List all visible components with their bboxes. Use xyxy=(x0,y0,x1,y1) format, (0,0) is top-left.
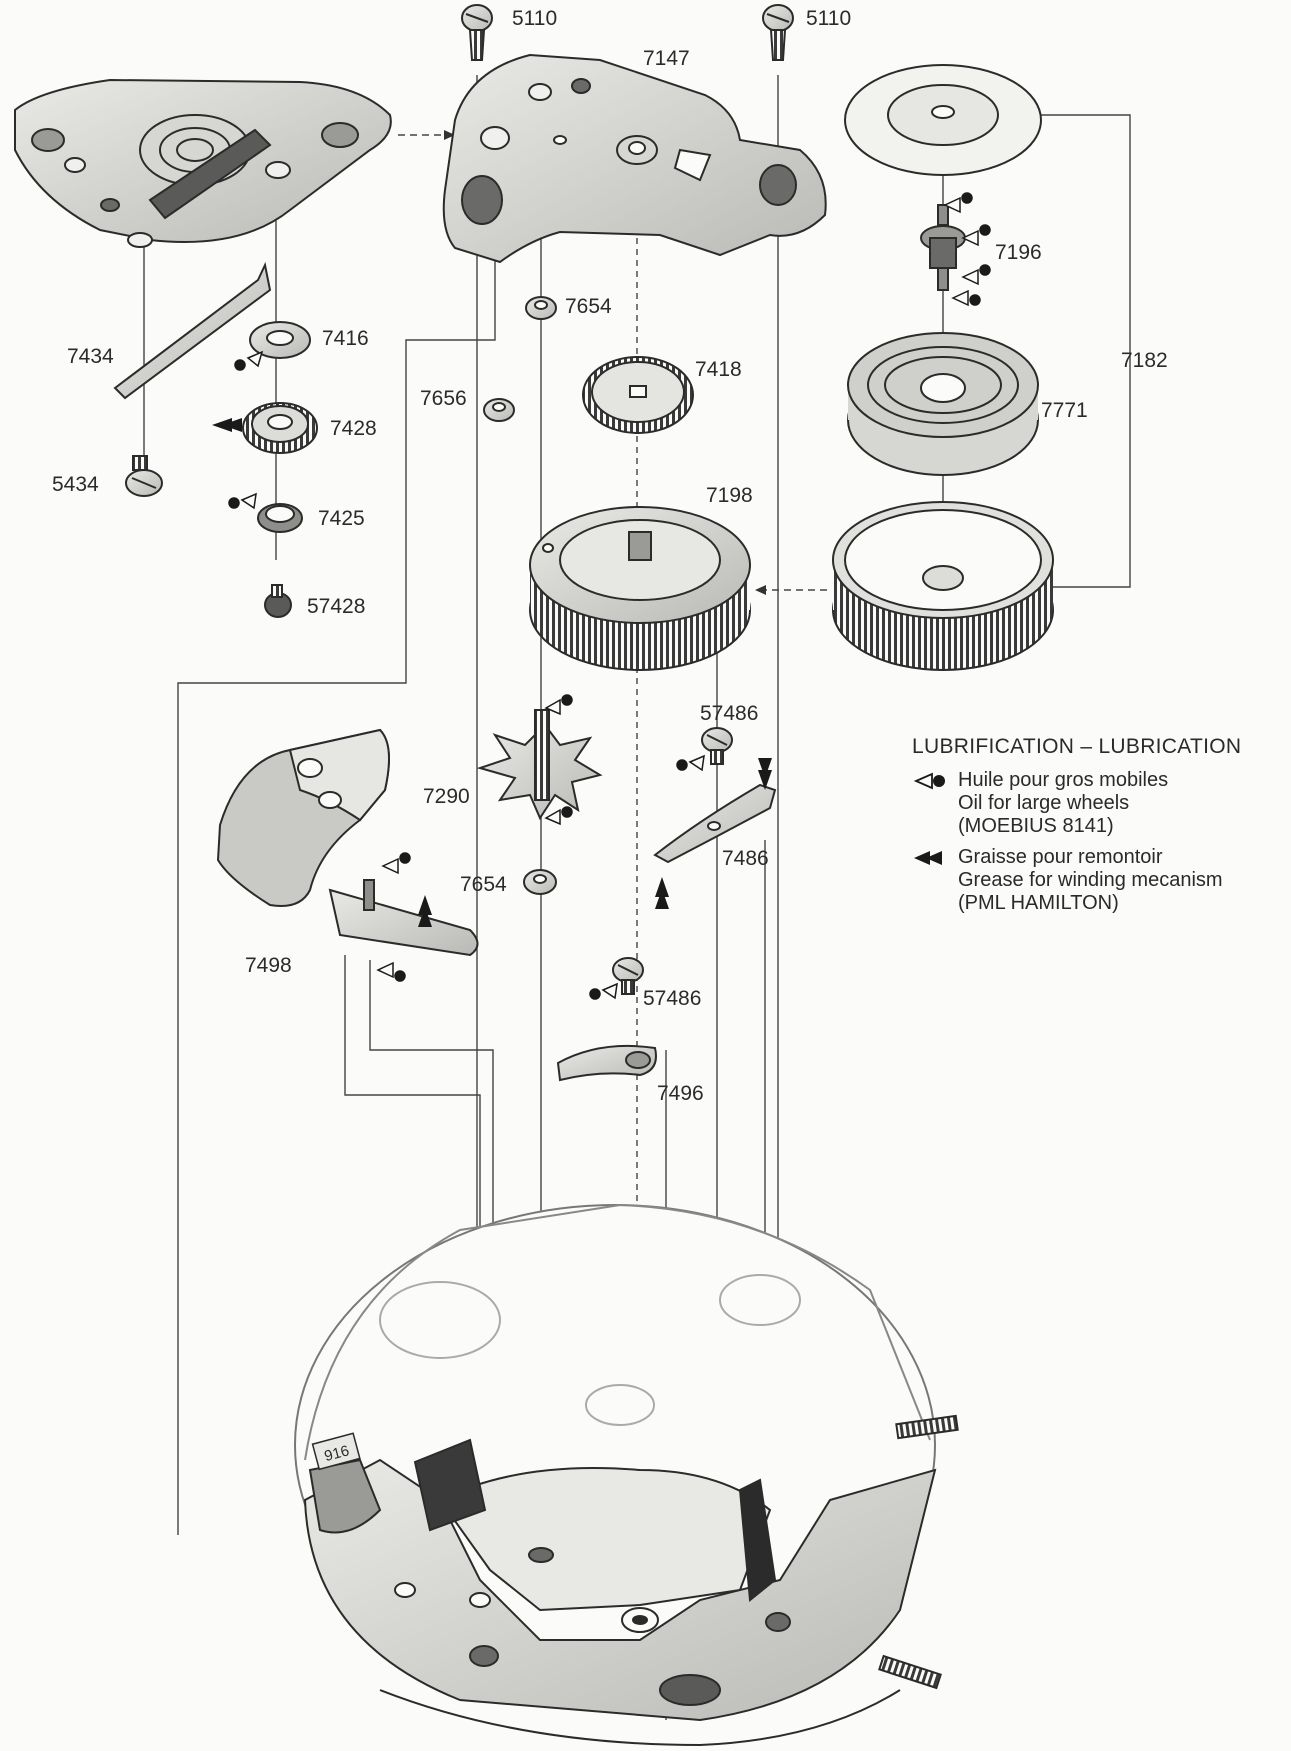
part-7656-jewel xyxy=(483,398,515,422)
part-7486-spring xyxy=(653,783,777,864)
legend-title: LUBRIFICATION – LUBRICATION xyxy=(912,735,1242,758)
label-7147: 7147 xyxy=(643,47,690,70)
main-movement-plate xyxy=(294,1203,959,1747)
part-7147-bridge xyxy=(442,53,827,264)
oil-symbol-icon xyxy=(913,772,945,790)
part-7428-wheel xyxy=(242,402,318,454)
label-7418: 7418 xyxy=(695,358,742,381)
part-7290-star-wheel xyxy=(476,709,603,821)
label-5434: 5434 xyxy=(52,473,99,496)
label-57486-top: 57486 xyxy=(700,702,759,725)
part-7198-barrel xyxy=(529,506,751,671)
legend-grease-line-2: Grease for winding mecanism xyxy=(958,869,1223,891)
label-7198: 7198 xyxy=(706,484,753,507)
grease-markers xyxy=(212,418,772,927)
label-7486: 7486 xyxy=(722,847,769,870)
part-7182-barrel-drum xyxy=(832,501,1054,671)
arrow-head xyxy=(444,130,455,140)
plate-engraving: 916 xyxy=(311,1432,361,1471)
part-57428-screw xyxy=(264,584,292,618)
legend-grease-entry: Graisse pour remontoir Grease for windin… xyxy=(912,846,1282,915)
legend-grease-line-3: (PML HAMILTON) xyxy=(958,892,1119,914)
caliber-number-916: 916 xyxy=(323,1442,352,1465)
part-57486-screw-top xyxy=(701,727,733,765)
part-7425-bush xyxy=(257,503,303,533)
label-7182: 7182 xyxy=(1121,349,1168,372)
part-7182-cover xyxy=(844,64,1042,176)
part-5434-screw xyxy=(125,455,163,497)
label-7425: 7425 xyxy=(318,507,365,530)
label-57486-bottom: 57486 xyxy=(643,987,702,1010)
part-7196-arbor xyxy=(920,204,966,291)
part-57486-screw-bottom xyxy=(612,957,644,995)
label-7290: 7290 xyxy=(423,785,470,808)
part-7418-wheel xyxy=(582,356,694,434)
label-7654-top: 7654 xyxy=(565,295,612,318)
part-7496-clamp xyxy=(556,1044,657,1082)
lubrication-legend: LUBRIFICATION – LUBRICATION Huile pour g… xyxy=(912,735,1282,923)
legend-oil-line-3: (MOEBIUS 8141) xyxy=(958,815,1114,837)
label-7498: 7498 xyxy=(245,954,292,977)
legend-oil-entry: Huile pour gros mobiles Oil for large wh… xyxy=(912,769,1282,838)
arrow-head xyxy=(755,585,766,595)
part-7498-lever xyxy=(216,728,479,957)
label-5110-right: 5110 xyxy=(806,7,852,30)
label-7496: 7496 xyxy=(657,1082,704,1105)
label-7428: 7428 xyxy=(330,417,377,440)
part-5110-screw-left xyxy=(461,4,493,61)
label-7656: 7656 xyxy=(420,387,467,410)
label-57428: 57428 xyxy=(307,595,366,618)
label-7654-bottom: 7654 xyxy=(460,873,507,896)
legend-oil-line-1: Huile pour gros mobiles xyxy=(958,769,1169,791)
part-7771-mainspring xyxy=(847,332,1039,476)
part-7416-washer xyxy=(249,321,311,359)
part-5110-screw-right xyxy=(762,4,794,61)
part-7654-jewel-bottom xyxy=(523,869,557,895)
oil-markers xyxy=(228,192,991,1000)
label-7416: 7416 xyxy=(322,327,369,350)
label-7771: 7771 xyxy=(1041,399,1088,422)
label-7196: 7196 xyxy=(995,241,1042,264)
label-7434: 7434 xyxy=(67,345,114,368)
part-7434-spring xyxy=(113,261,272,400)
part-7654-jewel-top xyxy=(525,296,557,320)
grease-symbol-icon xyxy=(914,851,942,865)
winding-bridge xyxy=(14,78,392,248)
legend-oil-line-2: Oil for large wheels xyxy=(958,792,1130,814)
legend-grease-line-1: Graisse pour remontoir xyxy=(958,846,1163,868)
label-5110-left: 5110 xyxy=(512,7,558,30)
